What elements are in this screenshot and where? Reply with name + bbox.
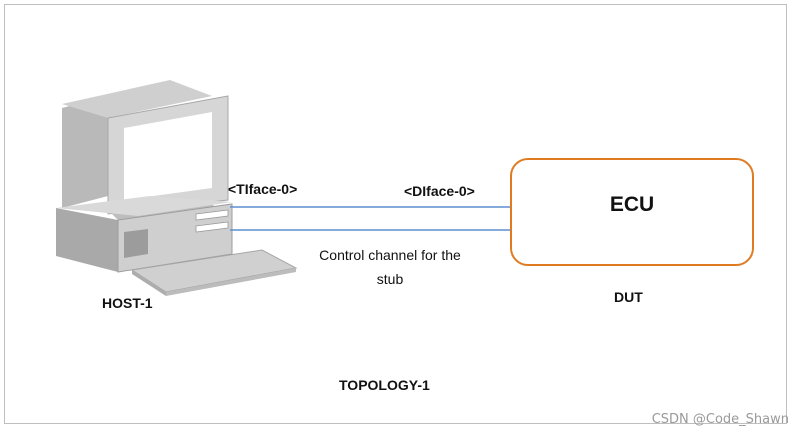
link-caption: Control channel for the stub — [295, 243, 485, 291]
host-label: HOST-1 — [102, 295, 153, 311]
link-caption-line1: Control channel for the — [319, 247, 461, 263]
topology-title: TOPOLOGY-1 — [339, 377, 430, 393]
dut-interface-label: <DIface-0> — [404, 183, 475, 199]
ecu-label: ECU — [609, 193, 655, 216]
ecu-node: ECU — [510, 158, 754, 266]
desktop-computer-icon — [56, 80, 298, 296]
link-caption-line2: stub — [376, 271, 404, 287]
dut-label: DUT — [614, 289, 643, 305]
watermark: CSDN @Code_Shawn — [651, 412, 789, 427]
host-interface-label: <TIface-0> — [228, 181, 298, 197]
